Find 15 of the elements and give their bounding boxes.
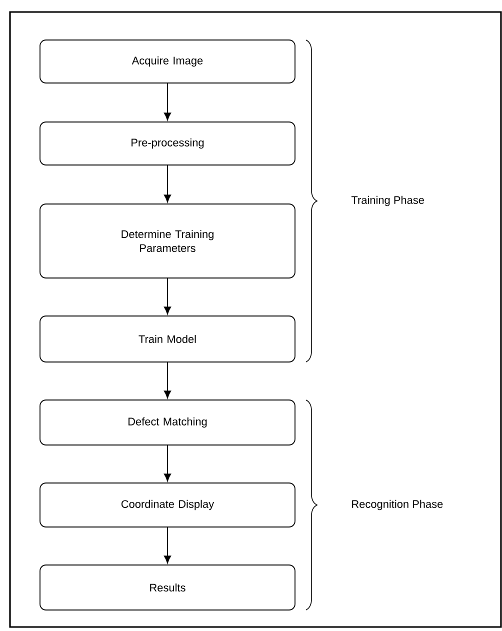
process-box: Acquire Image [40,40,296,84]
arrow [164,445,172,482]
arrow [164,165,172,202]
process-box: Determine Training Parameters [40,204,296,278]
phase-label: Recognition Phase [352,500,443,510]
process-box: Defect Matching [40,400,296,446]
arrow [164,83,172,120]
arrow [164,362,172,398]
arrow [164,278,172,314]
arrow [164,527,172,564]
process-box: Coordinate Display [40,482,296,528]
phase-label: Training Phase [351,196,424,206]
process-box: Train Model [40,316,296,362]
process-box: Pre-processing [40,122,296,166]
process-box: Results [40,564,296,610]
